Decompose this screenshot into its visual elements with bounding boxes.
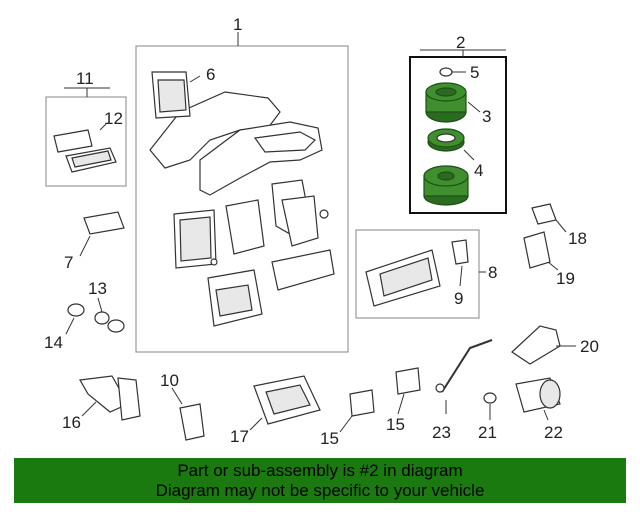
notice-banner: Part or sub-assembly is #2 in diagram Di… xyxy=(14,458,626,503)
part-7 xyxy=(79,211,125,257)
part-6 xyxy=(151,71,201,119)
callout-11: 11 xyxy=(76,69,94,88)
callout-23: 23 xyxy=(432,423,451,442)
callout-16: 16 xyxy=(62,413,81,432)
callout-5: 5 xyxy=(470,63,479,82)
part-5-oring xyxy=(439,67,453,77)
group-box-2-highlighted xyxy=(409,56,507,214)
callout-15a: 15 xyxy=(320,429,339,448)
callout-15b: 15 xyxy=(386,415,405,434)
callout-12: 12 xyxy=(104,109,123,128)
callout-22: 22 xyxy=(544,423,563,442)
callout-2: 2 xyxy=(456,33,465,52)
callout-21: 21 xyxy=(478,423,497,442)
callout-6: 6 xyxy=(206,65,215,84)
callout-13: 13 xyxy=(88,279,107,298)
leader-4 xyxy=(463,149,475,161)
callout-9: 9 xyxy=(454,289,463,308)
callout-17: 17 xyxy=(230,427,249,446)
group-box-8 xyxy=(355,229,480,319)
notice-line-1: Part or sub-assembly is #2 in diagram xyxy=(177,461,463,480)
part-15 xyxy=(339,367,421,433)
callout-1: 1 xyxy=(233,15,242,34)
part-11-12 xyxy=(53,123,117,173)
blower-assembly-part-2 xyxy=(423,67,481,206)
hvac-housing-part xyxy=(149,91,335,327)
callout-19: 19 xyxy=(556,269,575,288)
callout-10: 10 xyxy=(160,371,179,390)
part-13-14 xyxy=(65,297,125,335)
part-19 xyxy=(523,231,559,271)
leader-2 xyxy=(420,49,506,57)
part-8-9 xyxy=(365,239,469,307)
part-20 xyxy=(511,325,576,365)
callout-20: 20 xyxy=(580,337,599,356)
callout-18: 18 xyxy=(568,229,587,248)
part-17 xyxy=(249,375,321,431)
group-box-11 xyxy=(45,96,127,187)
group-box-1 xyxy=(135,45,349,353)
part-22 xyxy=(515,377,561,421)
callout-3: 3 xyxy=(482,107,491,126)
notice-line-2: Diagram may not be specific to your vehi… xyxy=(155,481,485,500)
part-16 xyxy=(79,375,141,421)
leader-11 xyxy=(64,87,110,97)
leader-3 xyxy=(467,101,481,113)
callout-7: 7 xyxy=(64,253,73,272)
part-18 xyxy=(531,203,567,233)
callout-8: 8 xyxy=(488,263,497,282)
part-21 xyxy=(483,392,497,420)
part-23 xyxy=(435,339,493,414)
part-10 xyxy=(171,387,205,441)
callout-14: 14 xyxy=(44,333,63,352)
callout-4: 4 xyxy=(474,161,483,180)
